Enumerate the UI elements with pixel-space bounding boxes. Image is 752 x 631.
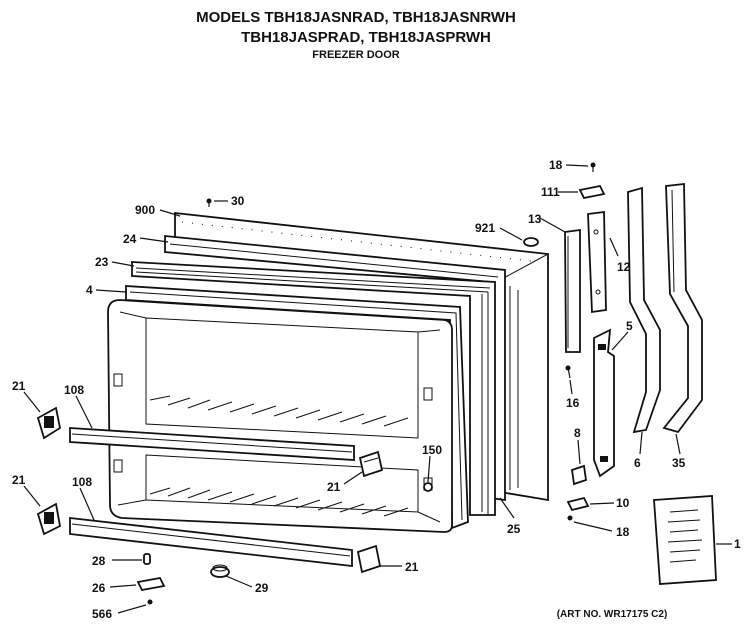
door-handle-35 <box>662 182 703 434</box>
callout-6: 6 <box>634 456 641 470</box>
callout-900: 900 <box>135 203 155 217</box>
callout-921: 921 <box>475 221 495 235</box>
hinge-cover-13 <box>564 228 581 353</box>
shelf-ribs-upper <box>149 395 409 427</box>
callout-30: 30 <box>231 194 245 208</box>
models-title-line-1: MODELS TBH18JASNRAD, TBH18JASNRWH <box>196 9 516 26</box>
part-28 <box>143 553 151 565</box>
screw-30 <box>206 198 212 207</box>
shelf-bar-lower <box>69 516 353 568</box>
art-number: (ART NO. WR17175 C2) <box>557 609 668 620</box>
callout-566: 566 <box>92 607 112 621</box>
models-title-line-2: TBH18JASPRAD, TBH18JASPRWH <box>241 29 491 46</box>
plug-921 <box>523 237 539 247</box>
callout-5: 5 <box>626 319 633 333</box>
callout-4: 4 <box>86 283 93 297</box>
callout-21-upper-left: 21 <box>12 379 26 393</box>
callout-26: 26 <box>92 581 106 595</box>
callout-21-upper-right: 21 <box>327 480 341 494</box>
callout-labels: 18 111 30 900 921 13 24 12 23 4 5 16 21 … <box>12 158 741 621</box>
callout-18-top: 18 <box>549 158 563 172</box>
callout-21-lower-left: 21 <box>12 473 26 487</box>
door-frame <box>131 261 496 516</box>
hinge-pin-111 <box>578 184 606 200</box>
screw-16 <box>565 365 571 379</box>
part-10 <box>566 496 590 512</box>
callout-25: 25 <box>507 522 521 536</box>
callout-21-lower-right: 21 <box>405 560 419 574</box>
diagram-subtitle: FREEZER DOOR <box>312 49 399 61</box>
shelf-bar-upper <box>69 427 355 461</box>
callout-16: 16 <box>566 396 580 410</box>
callout-13: 13 <box>528 212 542 226</box>
part-8 <box>571 464 587 486</box>
callout-18-bottom: 18 <box>616 525 630 539</box>
inner-liner-tub <box>107 299 453 533</box>
callout-108-upper: 108 <box>64 383 84 397</box>
shelf-end-cap-lower-left <box>36 502 62 536</box>
shelf-end-cap-lower-right <box>356 544 382 574</box>
plug-150 <box>423 482 433 492</box>
hinge-bracket-12 <box>587 210 607 314</box>
instruction-booklet-1 <box>653 495 717 585</box>
callout-28: 28 <box>92 554 106 568</box>
callout-111: 111 <box>541 185 560 199</box>
callout-12: 12 <box>617 260 631 274</box>
screw-18-top <box>590 162 596 172</box>
callout-29: 29 <box>255 581 269 595</box>
callout-1: 1 <box>734 537 741 551</box>
part-26 <box>136 576 166 592</box>
screw-18-bottom <box>567 515 573 521</box>
callout-108-lower: 108 <box>72 475 92 489</box>
callout-35: 35 <box>672 456 686 470</box>
part-29 <box>210 564 230 578</box>
callout-8: 8 <box>574 426 581 440</box>
callout-150: 150 <box>422 443 442 457</box>
callout-24: 24 <box>123 232 137 246</box>
callout-23: 23 <box>95 255 109 269</box>
leader-lines <box>23 164 732 614</box>
shelf-end-cap-upper-right <box>358 450 384 478</box>
shelf-ribs-lower <box>149 487 409 517</box>
shelf-end-cap-upper-left <box>36 406 62 440</box>
screw-566 <box>147 599 153 605</box>
door-handle-6 <box>627 186 661 434</box>
hinge-5 <box>593 328 615 478</box>
callout-10: 10 <box>616 496 630 510</box>
